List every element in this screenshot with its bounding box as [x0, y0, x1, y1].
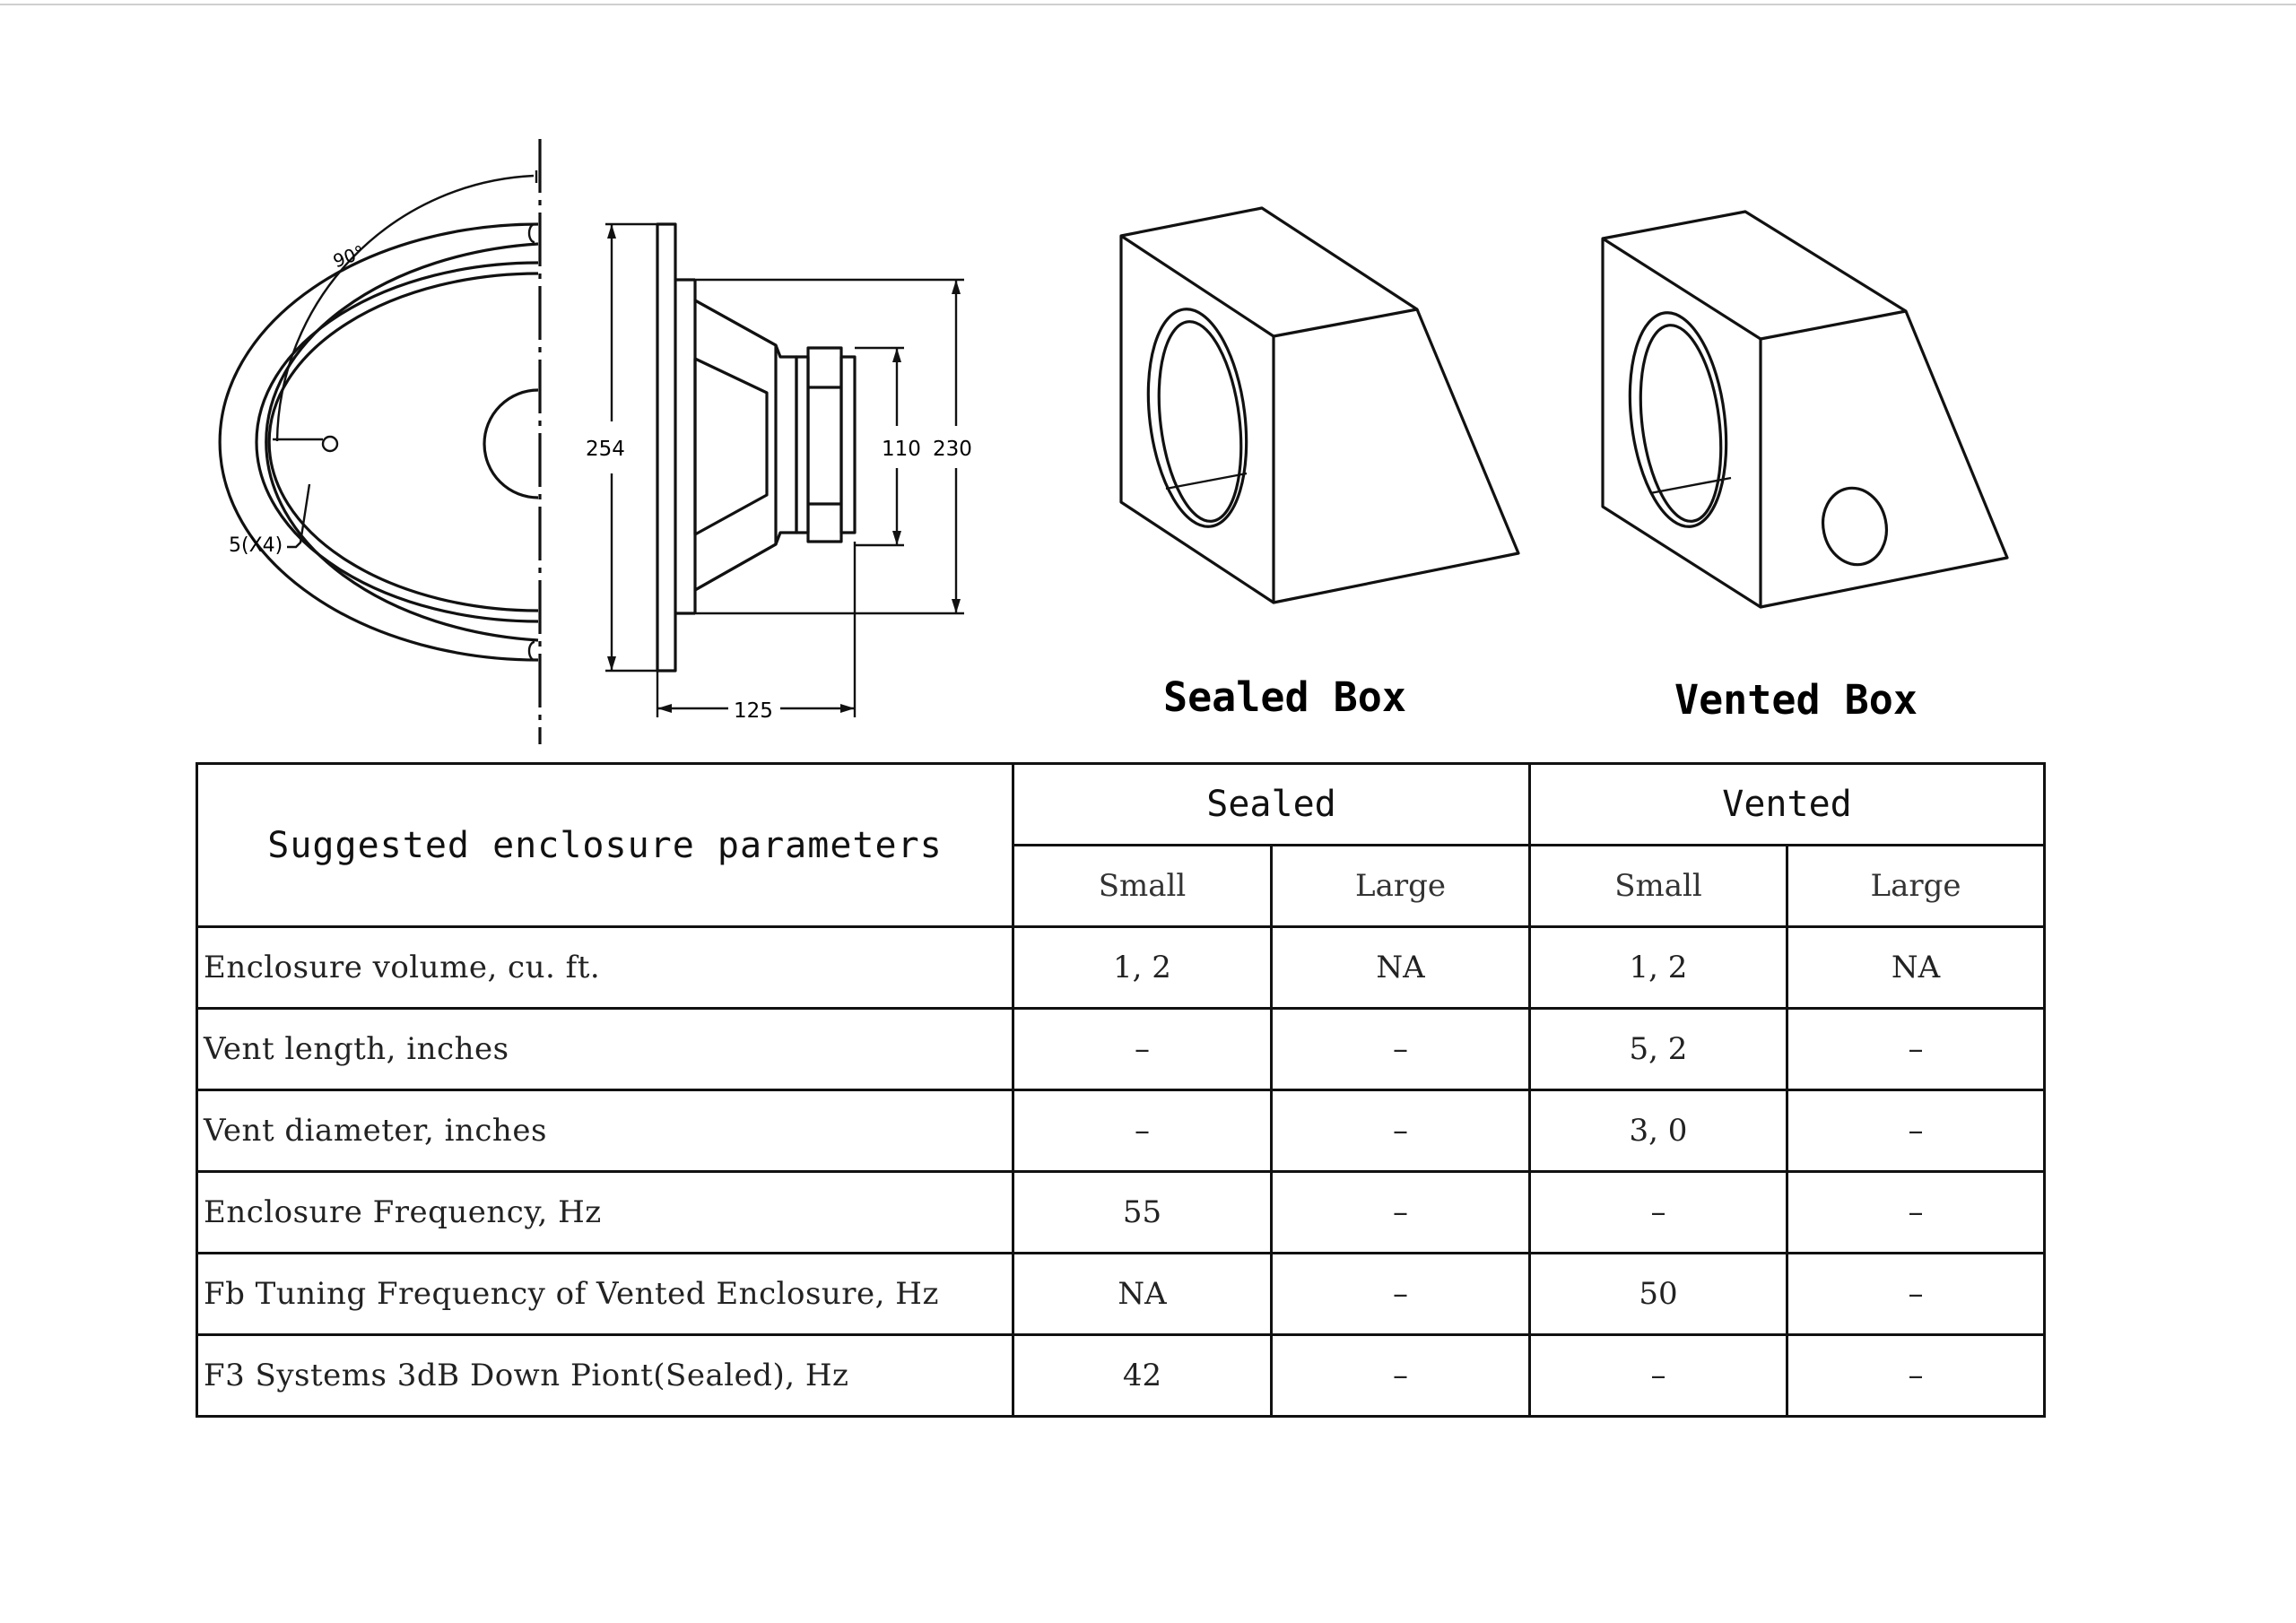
cell-value: –	[1012, 1089, 1273, 1173]
subheader-vented-large: Large	[1786, 844, 2046, 928]
page-top-edge	[0, 4, 2296, 5]
dim-mount-holes-label: 5(X4)	[229, 534, 283, 557]
sealed-box-drawing	[1119, 206, 1520, 604]
cell-value: NA	[1270, 925, 1531, 1010]
row-label: Fb Tuning Frequency of Vented Enclosure,…	[196, 1252, 1014, 1336]
cell-value: –	[1786, 1007, 2046, 1091]
cell-value: –	[1270, 1333, 1531, 1418]
enclosure-parameters-table: Suggested enclosure parameters Sealed Ve…	[196, 762, 2046, 1418]
cell-value: 1, 2	[1012, 925, 1273, 1010]
cell-value: 55	[1012, 1170, 1273, 1254]
group-header-vented: Vented	[1528, 762, 2046, 846]
cell-value: –	[1786, 1170, 2046, 1254]
technical-drawings: 90° 5(X4)	[218, 139, 2009, 744]
cell-value: 42	[1012, 1333, 1273, 1418]
cell-value: –	[1270, 1089, 1531, 1173]
vented-box-caption: Vented Box	[1674, 676, 1918, 724]
table-row: F3 Systems 3dB Down Piont(Sealed), Hz 42…	[196, 1333, 2046, 1418]
row-label: Vent diameter, inches	[196, 1089, 1014, 1173]
cell-value: NA	[1786, 925, 2046, 1010]
table-subheader-row: Small Large Small Large	[197, 844, 2046, 928]
cell-value: –	[1786, 1252, 2046, 1336]
table-title-cell: Suggested enclosure parameters	[196, 762, 1014, 928]
row-label: F3 Systems 3dB Down Piont(Sealed), Hz	[196, 1333, 1014, 1418]
dim-magnet-label: 110	[882, 438, 921, 461]
row-label: Enclosure Frequency, Hz	[196, 1170, 1014, 1254]
table-row: Fb Tuning Frequency of Vented Enclosure,…	[196, 1252, 2046, 1336]
cell-value: –	[1786, 1333, 2046, 1418]
row-label: Enclosure volume, cu. ft.	[196, 925, 1014, 1010]
subheader-vented-small: Small	[1528, 844, 1788, 928]
cell-value: –	[1528, 1170, 1788, 1254]
table-row: Enclosure volume, cu. ft. 1, 2 NA 1, 2 N…	[196, 925, 2046, 1010]
cell-value: 1, 2	[1528, 925, 1788, 1010]
cell-value: 5, 2	[1528, 1007, 1788, 1091]
dim-depth-label: 125	[734, 699, 773, 723]
cell-value: NA	[1012, 1252, 1273, 1336]
subheader-sealed-small: Small	[1012, 844, 1273, 928]
subheader-sealed-large: Large	[1270, 844, 1531, 928]
speaker-front-view	[218, 139, 542, 744]
row-label: Vent length, inches	[196, 1007, 1014, 1091]
dim-diameter-outer-label: 254	[586, 438, 625, 461]
vented-box-drawing	[1601, 210, 2009, 609]
table-header-row: Suggested enclosure parameters Sealed Ve…	[196, 762, 2046, 928]
cell-value: –	[1270, 1007, 1531, 1091]
table-row: Vent diameter, inches – – 3, 0 –	[196, 1089, 2046, 1173]
group-header-sealed: Sealed	[1012, 762, 1531, 846]
table-row: Enclosure Frequency, Hz 55 – – –	[196, 1170, 2046, 1254]
cell-value: –	[1270, 1170, 1531, 1254]
sealed-box-caption: Sealed Box	[1163, 673, 1406, 721]
cell-value: –	[1012, 1007, 1273, 1091]
table-row: Vent length, inches – – 5, 2 –	[196, 1007, 2046, 1091]
dim-angle-label: 90°	[330, 241, 368, 273]
speaker-side-view	[605, 222, 964, 717]
cell-value: –	[1786, 1089, 2046, 1173]
dim-cutout-label: 230	[933, 438, 972, 461]
cell-value: –	[1270, 1252, 1531, 1336]
cell-value: –	[1528, 1333, 1788, 1418]
cell-value: 3, 0	[1528, 1089, 1788, 1173]
cell-value: 50	[1528, 1252, 1788, 1336]
